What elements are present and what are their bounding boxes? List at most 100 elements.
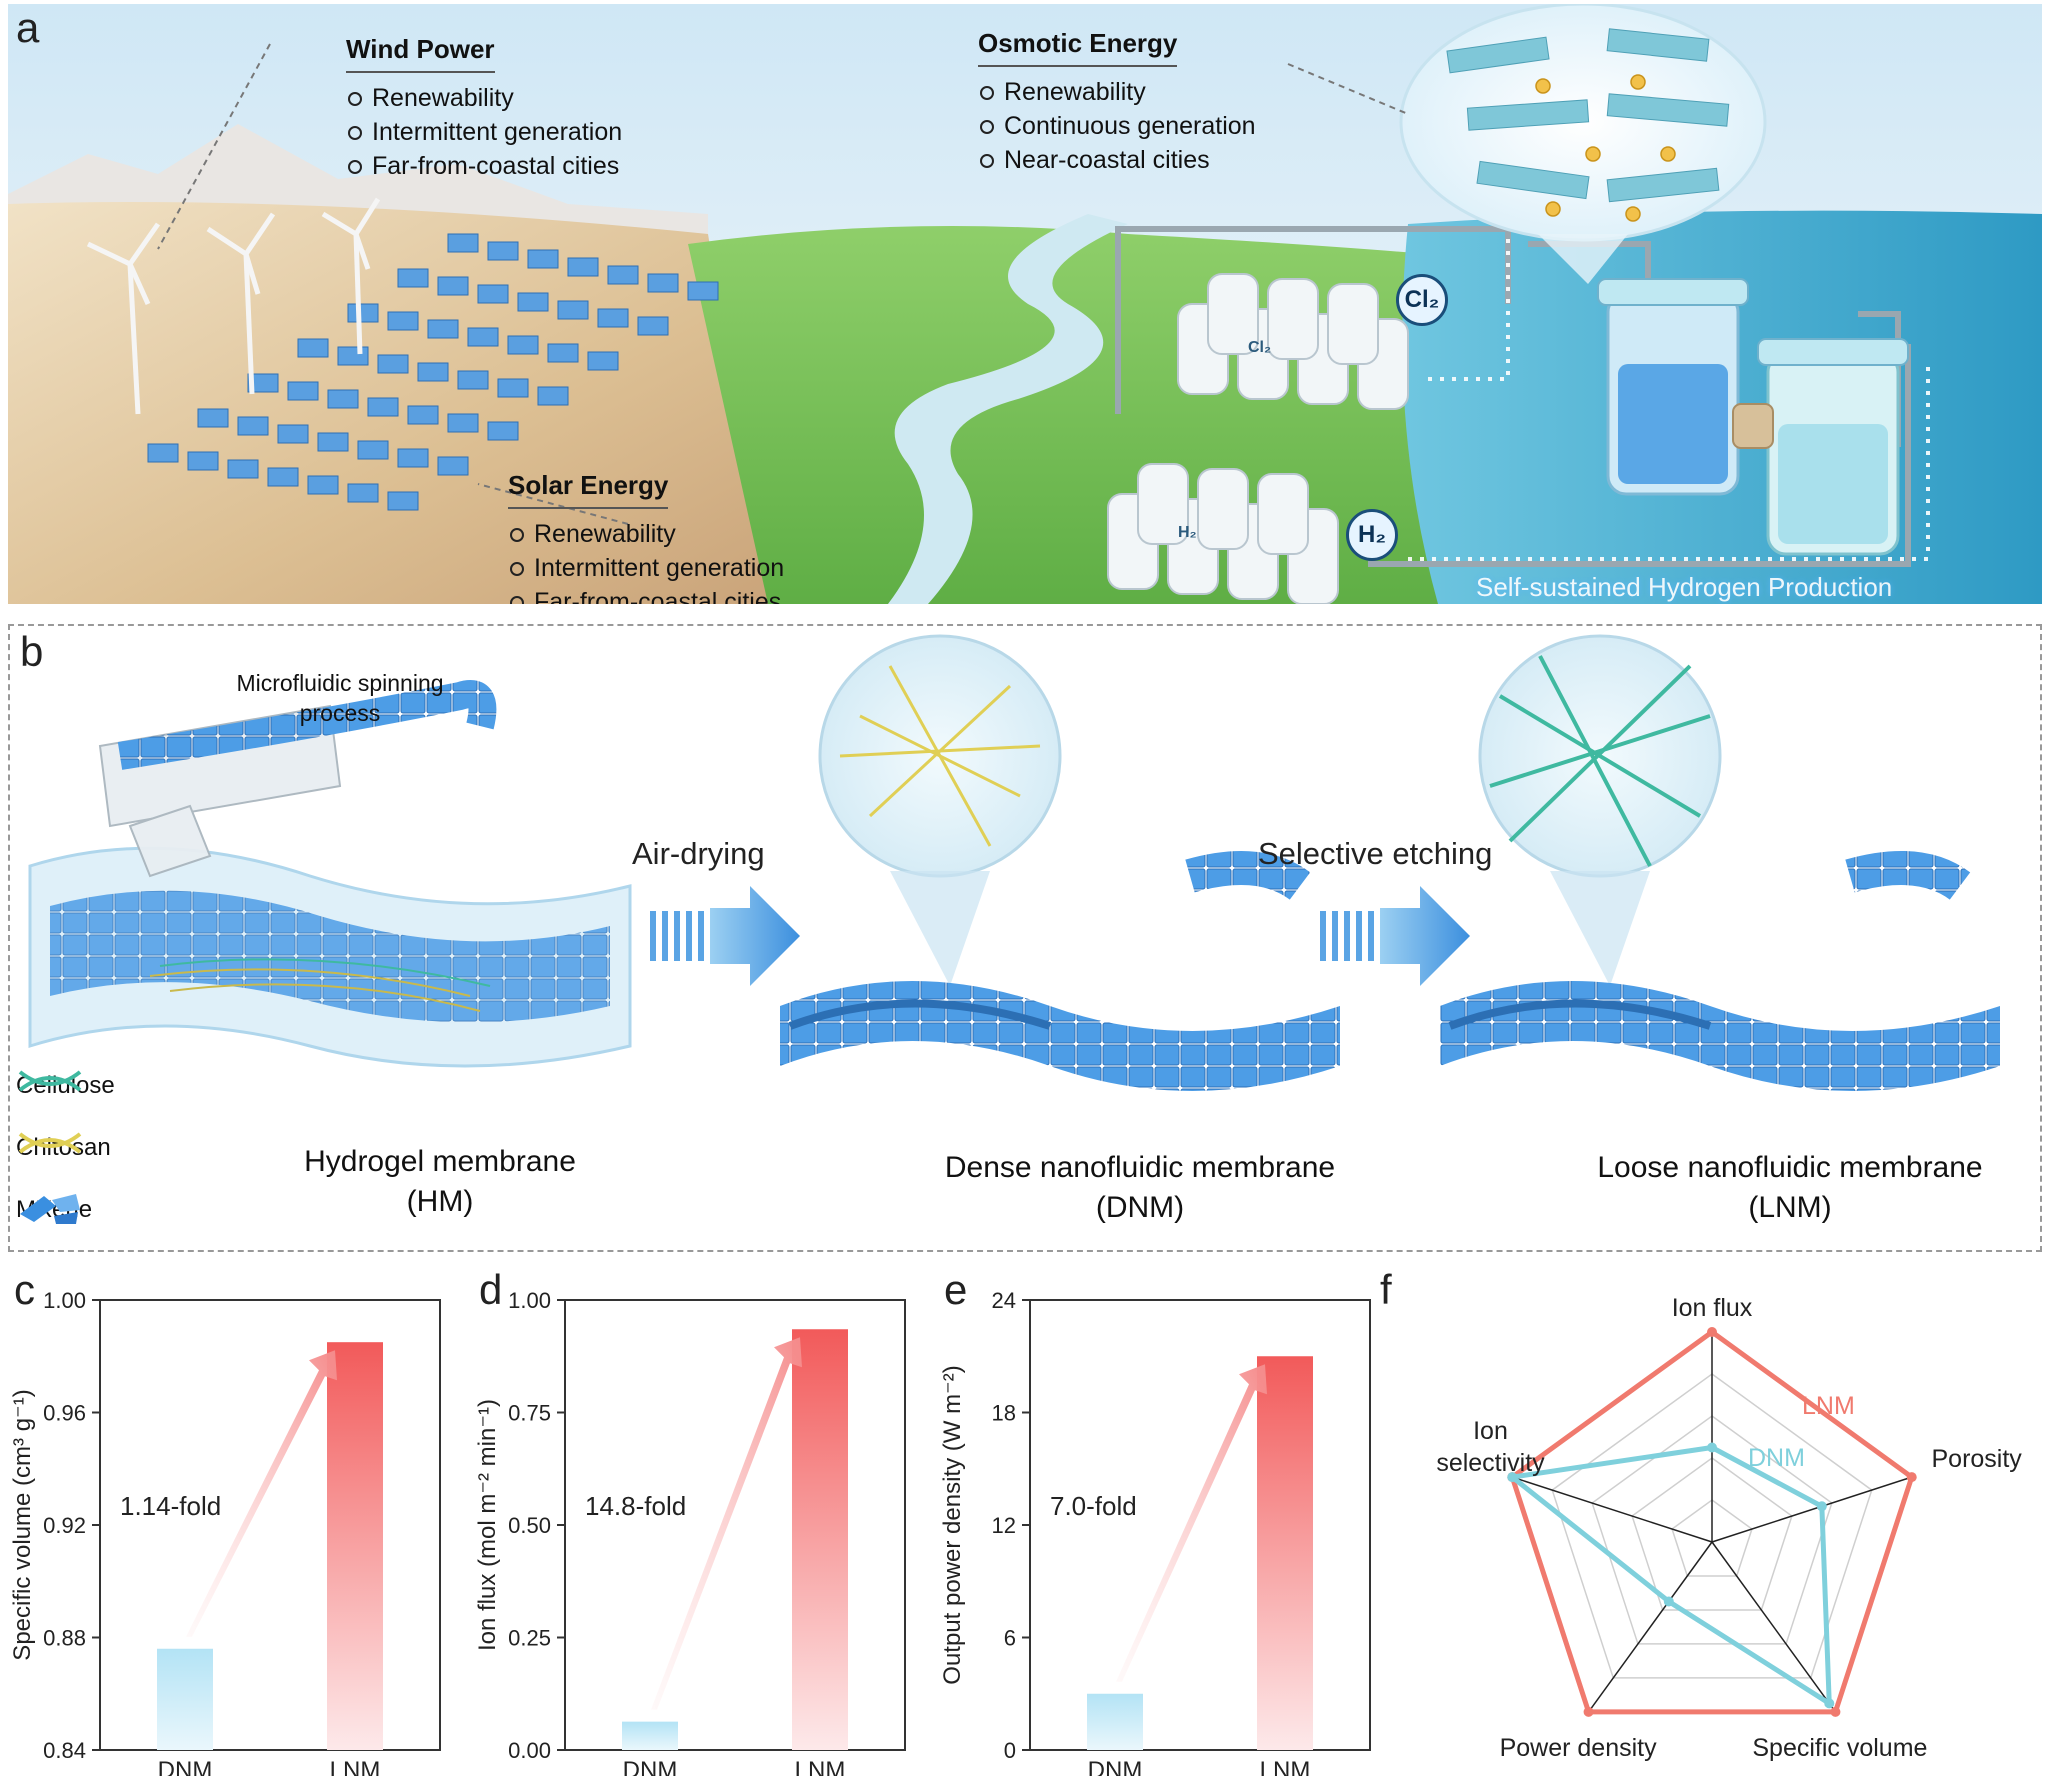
osmotic-item: Near-coastal cities xyxy=(978,143,1256,177)
radar-axis-label: Specific volume xyxy=(1752,1734,1927,1762)
legend-cellulose: Cellulose xyxy=(16,1066,115,1106)
fold-annotation: 1.14-fold xyxy=(120,1491,221,1521)
hm-name: Hydrogel membrane xyxy=(304,1145,576,1178)
y-tick-label: 24 xyxy=(992,1288,1016,1313)
membrane-process-illustration xyxy=(28,634,2000,1091)
osmotic-energy-callout: Osmotic Energy Renewability Continuous g… xyxy=(978,28,1256,177)
wind-power-title: Wind Power xyxy=(346,34,495,73)
tank-h2-label: H₂ xyxy=(1178,524,1197,541)
radar-axis-label-line: Specific volume xyxy=(1752,1734,1927,1762)
panel-a-label: a xyxy=(16,4,40,51)
panel-label: e xyxy=(944,1266,967,1313)
y-axis-label: Specific volume (cm³ g⁻¹) xyxy=(9,1389,36,1660)
radar-axis-label: Porosity xyxy=(1932,1445,2023,1473)
y-tick-label: 0.96 xyxy=(43,1401,86,1426)
osmotic-energy-title: Osmotic Energy xyxy=(978,28,1178,67)
y-tick-label: 0.84 xyxy=(43,1738,86,1763)
radar-series-lnm xyxy=(1509,1329,1915,1715)
cl2-tag: Cl₂ xyxy=(1396,274,1448,326)
cellulose-icon xyxy=(18,1070,82,1092)
radar-point xyxy=(1663,1596,1674,1607)
series-label-dnm: DNM xyxy=(1748,1444,1805,1472)
wind-item: Far-from-coastal cities xyxy=(346,149,622,183)
y-tick-label: 0.92 xyxy=(43,1513,86,1538)
radar-axis-label: Power density xyxy=(1500,1734,1658,1762)
radar-point xyxy=(1707,1327,1717,1337)
y-tick-label: 0.00 xyxy=(508,1738,551,1763)
solar-energy-title: Solar Energy xyxy=(508,470,669,509)
y-tick-label: 0.25 xyxy=(508,1626,551,1651)
radar-axis-label-line: Porosity xyxy=(1932,1445,2023,1473)
panel-label: f xyxy=(1380,1266,1392,1313)
radar-point xyxy=(1816,1501,1827,1512)
x-tick-label: DNM xyxy=(1088,1757,1143,1776)
y-tick-label: 0 xyxy=(1004,1738,1016,1763)
self-sustained-h2-label: Self-sustained Hydrogen Production xyxy=(1476,572,1893,602)
radar-point xyxy=(1824,1698,1835,1709)
panel-label: d xyxy=(479,1266,502,1313)
y-tick-label: 1.00 xyxy=(508,1288,551,1313)
y-tick-label: 0.88 xyxy=(43,1626,86,1651)
chitosan-icon xyxy=(18,1132,82,1154)
mxene-icon xyxy=(20,1194,80,1224)
bar-lnm xyxy=(792,1329,848,1750)
radar-spoke xyxy=(1711,1541,1837,1713)
radar-point xyxy=(1507,1472,1518,1483)
panel-a-scene: a Wind Power Renewability Intermittent g… xyxy=(8,4,2042,604)
tank-cl2-label: Cl₂ xyxy=(1248,339,1272,356)
radar-point xyxy=(1830,1706,1841,1717)
x-tick-label: DNM xyxy=(623,1757,678,1776)
energy-landscape-illustration xyxy=(8,4,2042,604)
lnm-caption: Loose nanofluidic membrane (LNM) xyxy=(1560,1148,2020,1228)
solar-item: Far-from-coastal cities xyxy=(508,585,784,604)
y-tick-label: 0.50 xyxy=(508,1513,551,1538)
dnm-caption: Dense nanofluidic membrane (DNM) xyxy=(910,1148,1370,1228)
radar-ring xyxy=(1591,1415,1833,1645)
fold-arrow xyxy=(651,1337,802,1710)
radar-point xyxy=(1583,1706,1594,1717)
radar-ring xyxy=(1551,1373,1873,1679)
radar-ring xyxy=(1631,1457,1793,1611)
legend-label: Chitosan xyxy=(16,1134,111,1161)
legend-mxene: MXene xyxy=(16,1190,92,1230)
y-tick-label: 18 xyxy=(992,1401,1016,1426)
radar-ring xyxy=(1671,1499,1753,1577)
dnm-name: Dense nanofluidic membrane xyxy=(944,1151,1336,1184)
panel-label: c xyxy=(14,1266,35,1313)
panel-b-process: b Microfluidic spinning process Air-dryi… xyxy=(8,624,2042,1252)
solar-item: Renewability xyxy=(508,517,784,551)
solar-energy-callout: Solar Energy Renewability Intermittent g… xyxy=(508,470,784,604)
wind-power-callout: Wind Power Renewability Intermittent gen… xyxy=(346,34,622,183)
osmotic-item: Continuous generation xyxy=(978,109,1256,143)
radar-series-dnm xyxy=(1509,1445,1832,1706)
radar-spoke xyxy=(1512,1476,1713,1543)
wind-item: Intermittent generation xyxy=(346,115,622,149)
microfluidic-spinning-label: Microfluidic spinning process xyxy=(236,670,444,726)
fold-annotation: 7.0-fold xyxy=(1050,1491,1137,1521)
dnm-abbr: (DNM) xyxy=(1095,1191,1185,1224)
hm-caption: Hydrogel membrane (HM) xyxy=(260,1142,620,1222)
h2-tag: H₂ xyxy=(1346,509,1398,561)
radar-spoke xyxy=(1587,1541,1713,1713)
y-tick-label: 12 xyxy=(992,1513,1016,1538)
radar-axis-label-line: selectivity xyxy=(1436,1449,1545,1477)
radar-axis-label-line: Power density xyxy=(1500,1734,1658,1762)
wind-item: Renewability xyxy=(346,81,622,115)
fold-arrow xyxy=(186,1350,337,1637)
bar-dnm xyxy=(622,1721,678,1750)
x-tick-label: LNM xyxy=(795,1757,846,1776)
plot-frame xyxy=(99,1299,441,1751)
bar-lnm xyxy=(1257,1356,1313,1750)
y-tick-label: 6 xyxy=(1004,1626,1016,1651)
y-axis-label: Ion flux (mol m⁻² min⁻¹) xyxy=(474,1399,501,1651)
panel-b-label: b xyxy=(20,628,44,675)
radar-point xyxy=(1906,1472,1917,1483)
legend-chitosan: Chitosan xyxy=(16,1128,111,1168)
hm-abbr: (HM) xyxy=(406,1185,474,1218)
plot-frame xyxy=(1029,1299,1371,1751)
